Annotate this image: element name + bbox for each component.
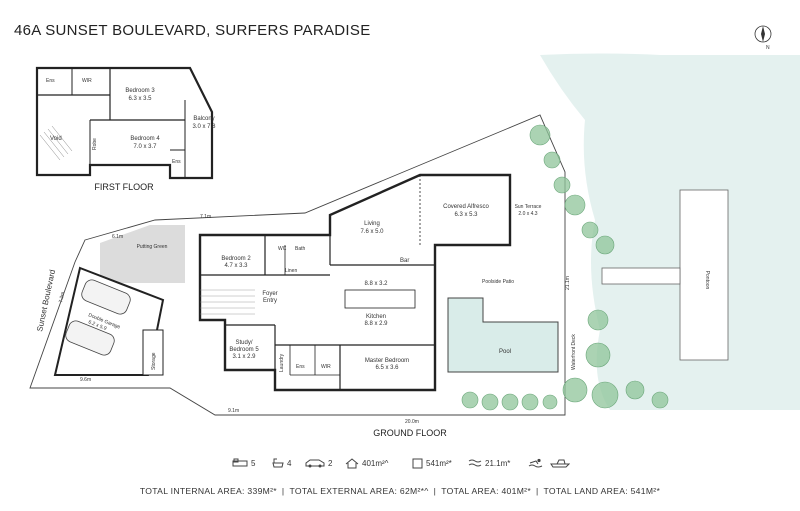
total-area: TOTAL AREA: 401M²* xyxy=(441,486,531,496)
gf-entry: Entry xyxy=(263,298,277,304)
water-icon xyxy=(468,459,482,467)
gf-linen: Linen xyxy=(285,268,297,274)
pontoon-label: Pontoon xyxy=(704,271,710,290)
gf-master-dim: 6.5 x 3.6 xyxy=(375,365,399,371)
water-area xyxy=(540,53,800,410)
ff-balcony-name: Balcony xyxy=(193,116,214,122)
deck-label: Waterfront Deck xyxy=(571,334,577,370)
stat-boat xyxy=(550,458,570,468)
boat-icon xyxy=(550,459,570,468)
ff-bed3-dim: 6.3 x 3.5 xyxy=(128,96,152,102)
gf-kitchen-name: Kitchen xyxy=(366,314,386,320)
gf-terrace-dim: 2.0 x 4.3 xyxy=(518,211,537,217)
gf-laundry: Laundry xyxy=(279,353,285,372)
stat-land-area: 541m²* xyxy=(412,458,452,469)
total-land: TOTAL LAND AREA: 541M²* xyxy=(543,486,661,496)
gf-study-name2: Bedroom 5 xyxy=(229,347,259,353)
gf-master-name: Master Bedroom xyxy=(365,358,409,364)
gf-bed2-name: Bedroom 2 xyxy=(221,256,251,262)
dim-left-diag: 6.1m xyxy=(112,234,123,240)
putting-green-label: Putting Green xyxy=(137,244,168,250)
car-icon xyxy=(305,459,325,468)
stat-pool xyxy=(528,458,544,468)
stat-value: 2 xyxy=(328,458,333,468)
gf-ens: Ens xyxy=(296,364,305,370)
gf-alfresco-name: Covered Alfresco xyxy=(443,204,489,210)
dim-bottom-left: 9.6m xyxy=(80,377,91,383)
trees xyxy=(461,124,669,411)
stat-value: 21.1m* xyxy=(485,458,511,468)
stat-bedrooms: 5 xyxy=(232,458,255,468)
pool xyxy=(447,297,559,373)
area-totals: TOTAL INTERNAL AREA: 339M²*|TOTAL EXTERN… xyxy=(139,486,661,496)
gf-foyer: Foyer xyxy=(262,291,277,297)
pontoon xyxy=(679,189,729,361)
ff-robe: Robe xyxy=(92,138,98,150)
floor-plan: Pontoon Ens WIR Bedroom 3 6.3 x 3.5 Balc… xyxy=(29,53,800,438)
ground-floor-plan xyxy=(198,173,512,392)
dim-right-side: 21.1m xyxy=(565,276,571,290)
first-floor-plan: Ens WIR Bedroom 3 6.3 x 3.5 Balcony 3.0 … xyxy=(35,66,216,180)
land-icon xyxy=(412,458,423,469)
dim-left-side: 7.2m xyxy=(58,291,66,303)
total-external: TOTAL EXTERNAL AREA: 62M²*^ xyxy=(289,486,429,496)
stat-water-frontage: 21.1m* xyxy=(468,458,510,468)
ff-bed4-name: Bedroom 4 xyxy=(130,136,160,142)
gf-study-name: Study/ xyxy=(235,340,252,346)
gf-bed2-dim: 4.7 x 3.3 xyxy=(224,263,248,269)
street-name: Sunset Boulevard xyxy=(35,269,57,333)
pool-label: Pool xyxy=(499,349,511,355)
ff-bed3-name: Bedroom 3 xyxy=(125,88,155,94)
total-internal: TOTAL INTERNAL AREA: 339M²* xyxy=(139,486,277,496)
ff-balcony-dim: 3.0 x 7.8 xyxy=(192,124,216,130)
ff-ens1: Ens xyxy=(46,78,55,84)
gf-bar: Bar xyxy=(400,258,409,264)
gf-terrace-name: Sun Terrace xyxy=(515,204,542,210)
gf-living-dim: 7.6 x 5.0 xyxy=(360,229,384,235)
stat-bathrooms: 4 xyxy=(272,458,291,468)
dim-top-left: 7.1m xyxy=(200,214,211,220)
gf-wc: WC xyxy=(278,246,287,252)
gf-wir: WIR xyxy=(321,364,331,370)
stat-house-area: 401m²^ xyxy=(345,458,388,469)
ground-floor-label: GROUND FLOOR xyxy=(373,428,447,438)
stat-value: 4 xyxy=(287,458,292,468)
bath-icon xyxy=(272,458,284,468)
gangway xyxy=(601,267,681,285)
property-title: 46A SUNSET BOULEVARD, SURFERS PARADISE xyxy=(14,22,371,39)
house-icon xyxy=(345,458,359,469)
stat-value: 401m²^ xyxy=(362,459,389,468)
site-boundary xyxy=(29,114,566,416)
gf-living-name: Living xyxy=(364,221,380,227)
gf-bath: Bath xyxy=(295,246,306,252)
storage-label: Storage xyxy=(151,352,157,370)
compass-label: N xyxy=(766,45,770,50)
dim-bottom-mid: 9.1m xyxy=(228,408,239,414)
bed-icon xyxy=(232,458,248,467)
stats-row: 5 4 2 401m²^ 541m²* 21.1m* xyxy=(0,458,800,478)
stat-cars: 2 xyxy=(305,458,332,468)
swimming-icon xyxy=(528,458,543,468)
ff-bed4-dim: 7.0 x 3.7 xyxy=(133,144,157,150)
gf-study-dim: 3.1 x 2.9 xyxy=(232,354,256,360)
double-garage: Double Garage 6.2 x 5.9 Storage xyxy=(53,266,165,376)
ff-wir: WIR xyxy=(82,78,92,84)
dim-bottom-main: 20.0m xyxy=(405,419,419,425)
first-floor-label: FIRST FLOOR xyxy=(94,182,154,192)
ff-void: Void xyxy=(50,136,62,142)
patio-label: Poolside Patio xyxy=(482,279,514,285)
gf-alfresco-dim: 6.3 x 5.3 xyxy=(454,212,478,218)
compass-icon: N xyxy=(754,25,772,50)
putting-green xyxy=(100,225,185,283)
gf-kitchen-dim: 8.8 x 2.9 xyxy=(364,321,388,327)
stat-value: 541m²* xyxy=(426,459,452,468)
gf-dining-dim: 8.8 x 3.2 xyxy=(364,281,388,287)
stat-value: 5 xyxy=(251,458,256,468)
ff-ens2: Ens xyxy=(172,159,181,165)
